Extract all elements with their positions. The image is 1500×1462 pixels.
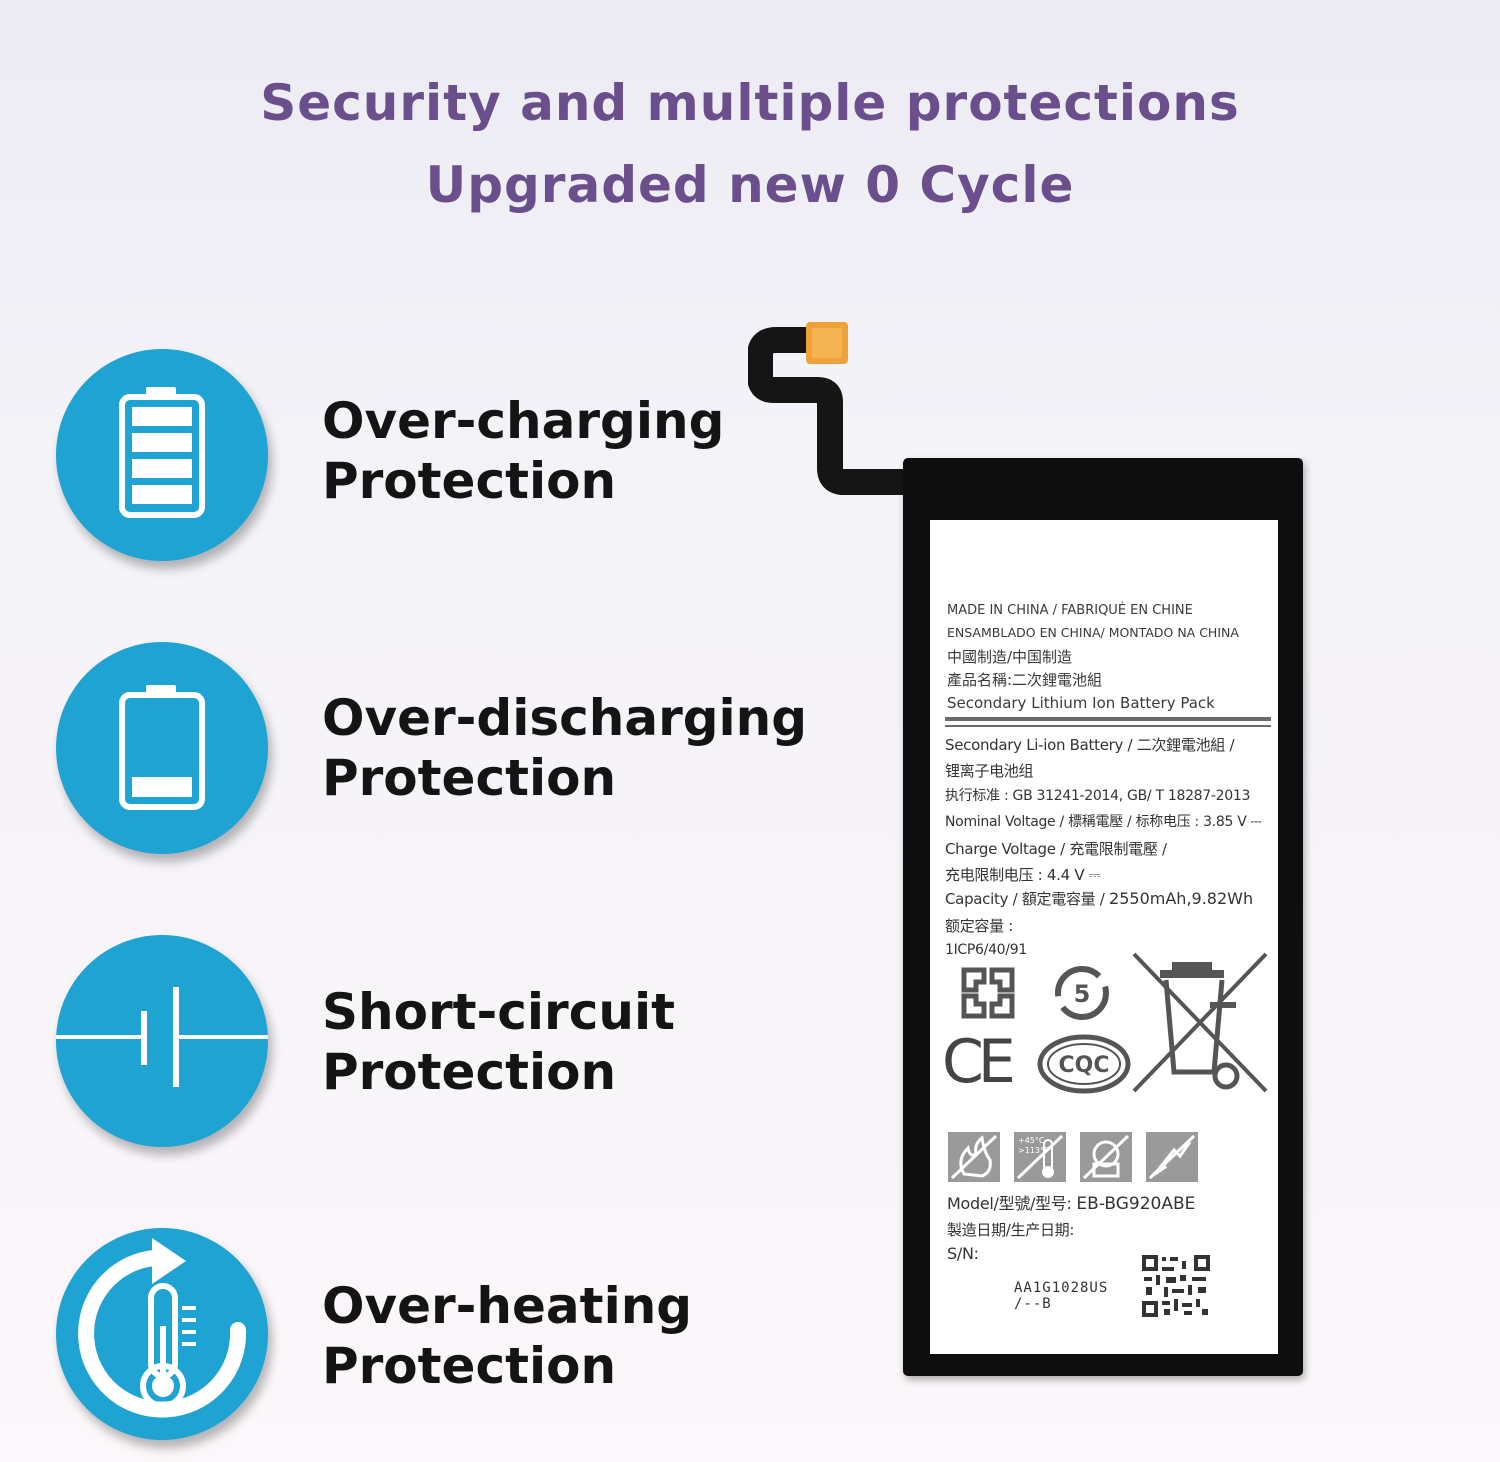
headline-line-2: Upgraded new 0 Cycle [425, 156, 1075, 214]
feature-subtitle: Protection [322, 452, 617, 510]
label-standard: 执行标准 : GB 31241-2014, GB/ T 18287-2013 [945, 788, 1251, 804]
headline: Security and multiple protections Upgrad… [0, 62, 1500, 226]
label-manufacture-date: 製造日期/生产日期: [947, 1221, 1075, 1239]
feature-title: Short-circuit [322, 983, 675, 1041]
battery-pack: MADE IN CHINA / FABRIQUÉ EN CHINE ENSAMB… [903, 458, 1303, 1376]
temp-low-text: >113°F [1018, 1146, 1049, 1155]
label-serial-value-2: /--B [1014, 1296, 1052, 1312]
full-battery-icon [119, 387, 205, 518]
battery-product: MADE IN CHINA / FABRIQUÉ EN CHINE ENSAMB… [748, 318, 1318, 1383]
feature-over-heating: Over-heating Protection [56, 1228, 816, 1443]
label-charge-voltage-cn: 充电限制电压 : 4.4 V ⎓ [945, 866, 1101, 884]
label-serial-value-1: AA1G1028US [1014, 1280, 1109, 1296]
thermometer-cycle-icon [78, 1238, 247, 1418]
feature-circle [56, 349, 268, 561]
recycle-years-value: 5 [1074, 980, 1091, 1008]
recycle-years-icon: 5 [1055, 966, 1109, 1020]
feature-over-charging: Over-charging Protection [56, 349, 816, 564]
label-model-value: EB-BG920ABE [1076, 1194, 1196, 1214]
cqc-text: CQC [1059, 1053, 1110, 1078]
feature-text: Over-discharging Protection [322, 688, 807, 808]
label-product-name: 產品名稱:二次鋰電池組 [947, 671, 1103, 689]
no-pet-bite-icon [1080, 1132, 1132, 1182]
label-made-in: MADE IN CHINA / FABRIQUÉ EN CHINE [947, 603, 1193, 618]
label-nominal-voltage: Nominal Voltage / 標稱電壓 / 标称电压 : 3.85 V ⎓ [945, 814, 1262, 830]
label-model: Model/型號/型号: EB-BG920ABE [947, 1194, 1195, 1214]
headline-line-1: Security and multiple protections [260, 74, 1240, 132]
feature-text: Short-circuit Protection [322, 982, 675, 1102]
feature-subtitle: Protection [322, 1043, 617, 1101]
feature-short-circuit: Short-circuit Protection [56, 935, 816, 1150]
label-separator [945, 717, 1271, 721]
feature-text: Over-charging Protection [322, 391, 724, 511]
label-separator [945, 725, 1271, 727]
feature-title: Over-charging [322, 392, 725, 450]
label-charge-voltage: Charge Voltage / 充電限制電壓 / [945, 840, 1167, 858]
feature-subtitle: Protection [322, 1337, 617, 1395]
ce-mark-icon: CE [942, 1027, 1016, 1097]
feature-circle [56, 1228, 268, 1440]
label-pack-type: Secondary Lithium Ion Battery Pack [947, 694, 1215, 712]
label-serial: S/N: [947, 1244, 979, 1263]
feature-circle [56, 935, 268, 1147]
label-capacity-label: Capacity / 額定電容量 / [945, 890, 1105, 908]
weee-bin-icon [1132, 952, 1268, 1093]
battery-label: MADE IN CHINA / FABRIQUÉ EN CHINE ENSAMB… [930, 520, 1278, 1354]
feature-text: Over-heating Protection [322, 1276, 692, 1396]
no-puncture-icon [1146, 1132, 1198, 1182]
label-cell-code: 1ICP6/40/91 [945, 942, 1027, 958]
label-battery-type-cn: 锂离子电池组 [945, 762, 1034, 780]
label-made-cn: 中國制造/中国制造 [947, 648, 1073, 666]
temperature-warning-icon: +45°C >113°F [1014, 1132, 1066, 1182]
label-capacity: Capacity / 額定電容量 / 2550mAh,9.82Wh [945, 889, 1253, 909]
feature-subtitle: Protection [322, 749, 617, 807]
temp-high-text: +45°C [1018, 1136, 1045, 1145]
feature-over-discharging: Over-discharging Protection [56, 642, 816, 857]
low-battery-icon [119, 685, 205, 810]
capacitor-icon [56, 987, 268, 1087]
feature-circle [56, 642, 268, 854]
label-assembled: ENSAMBLADO EN CHINA/ MONTADO NA CHINA [947, 625, 1239, 640]
battery-recycle-mark-icon [961, 967, 1015, 1019]
label-rated-capacity-cn: 额定容量 : [945, 917, 1014, 935]
feature-title: Over-heating [322, 1277, 693, 1335]
label-capacity-value: 2550mAh,9.82Wh [1109, 889, 1254, 908]
label-battery-type: Secondary Li-ion Battery / 二次鋰電池組 / [945, 736, 1235, 754]
no-fire-icon [948, 1132, 1000, 1182]
label-model-label: Model/型號/型号: [947, 1194, 1072, 1213]
cqc-mark-icon: CQC [1037, 1034, 1131, 1094]
qr-code-icon [1142, 1255, 1210, 1317]
flex-cable-icon [748, 322, 948, 495]
feature-title: Over-discharging [322, 689, 808, 747]
